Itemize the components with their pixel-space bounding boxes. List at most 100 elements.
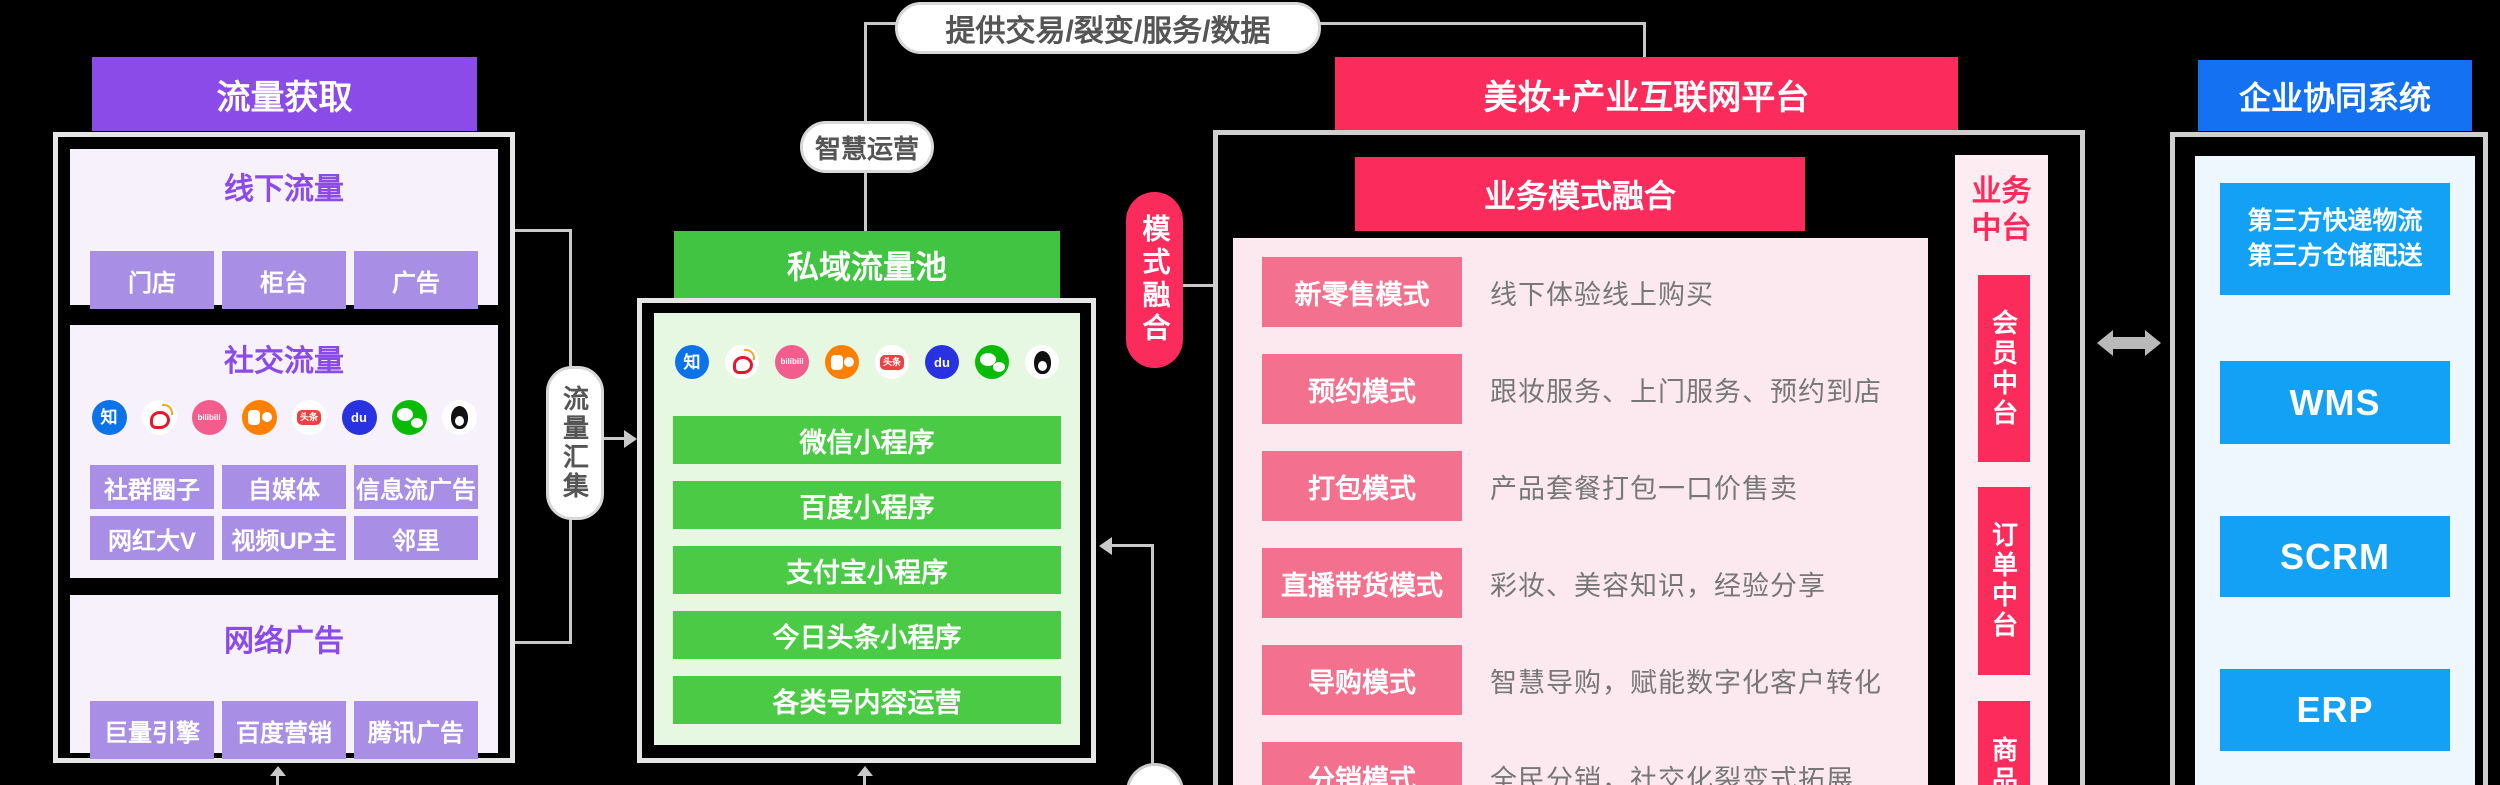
- model-node: 打包模式: [1262, 451, 1462, 521]
- connector-line: [864, 22, 897, 25]
- collab-system-node: ERP: [2220, 669, 2450, 751]
- network-ads-buttons: 巨量引擎百度营销腾讯广告: [70, 701, 498, 759]
- traffic-node: 自媒体: [222, 465, 346, 509]
- traffic-node: 百度营销: [222, 701, 346, 759]
- private-pool-header: 私域流量池: [674, 231, 1060, 298]
- zhihu-icon: 知: [675, 345, 709, 379]
- weibo-icon: [725, 345, 759, 379]
- traffic-node: 邻里: [354, 516, 478, 560]
- middle-office-strip: 业务中台 会员中台订单中台商品中台: [1955, 155, 2048, 785]
- model-description: 线下体验线上购买: [1490, 279, 1714, 310]
- double-arrow-icon: [2112, 337, 2146, 349]
- mini-program-node: 各类号内容运营: [673, 676, 1061, 724]
- model-description: 全民分销，社交化裂变式拓展: [1490, 764, 1854, 785]
- private-pool-box: [637, 298, 1096, 763]
- panel-title: 线下流量: [224, 173, 344, 206]
- arrow-right-icon: [624, 430, 637, 448]
- middle-office-title: 业务中台: [1971, 175, 2032, 245]
- business-models-panel: 新零售模式线下体验线上购买预约模式跟妆服务、上门服务、预约到店打包模式产品套餐打…: [1233, 238, 1928, 785]
- model-node: 预约模式: [1262, 354, 1462, 424]
- model-row: 导购模式智慧导购，赋能数字化客户转化: [1262, 645, 1912, 715]
- collab-system-box: [2170, 132, 2488, 785]
- connector-line: [1151, 544, 1154, 766]
- wechat-icon: [391, 400, 427, 435]
- arrow-shaft: [1112, 544, 1154, 547]
- collab-system-node: SCRM: [2220, 516, 2450, 597]
- double-arrow-right-icon: [2145, 330, 2161, 356]
- button-row: 巨量引擎百度营销腾讯广告: [70, 701, 498, 759]
- mini-program-node: 今日头条小程序: [673, 611, 1061, 659]
- traffic-acquisition-box: [53, 132, 515, 763]
- panel-title: 社交流量: [224, 345, 344, 378]
- qq-icon: [1025, 345, 1059, 379]
- model-node: 导购模式: [1262, 645, 1462, 715]
- baidu-icon: du: [925, 345, 959, 379]
- collab-system-node: 第三方快递物流 第三方仓储配送: [2220, 183, 2450, 295]
- traffic-node: 门店: [90, 251, 214, 309]
- collab-system-header: 企业协同系统: [2198, 60, 2472, 131]
- traffic-collect-pill: 流量汇集: [546, 366, 604, 520]
- mini-program-list: 微信小程序百度小程序支付宝小程序今日头条小程序各类号内容运营: [654, 416, 1080, 724]
- model-row: 预约模式跟妆服务、上门服务、预约到店: [1262, 354, 1912, 424]
- provide-services-pill: 提供交易/裂变/服务/数据: [895, 2, 1321, 54]
- double-arrow-left-icon: [2097, 330, 2113, 356]
- mini-program-node: 微信小程序: [673, 416, 1061, 464]
- middle-office-node: 商品中台: [1978, 701, 2030, 785]
- traffic-node: 广告: [354, 251, 478, 309]
- offline-traffic-buttons: 门店柜台广告: [70, 251, 498, 309]
- wechat-icon: [975, 345, 1009, 379]
- baidu-icon: du: [341, 400, 377, 435]
- connector-line: [1643, 22, 1646, 57]
- middle-office-node: 会员中台: [1978, 275, 2030, 462]
- model-node: 新零售模式: [1262, 257, 1462, 327]
- bracket-line: [515, 641, 572, 644]
- toutiao-icon: 头条: [291, 400, 327, 435]
- traffic-node: 柜台: [222, 251, 346, 309]
- model-description: 智慧导购，赋能数字化客户转化: [1490, 667, 1882, 698]
- bilibili-icon: bilibili: [191, 400, 227, 435]
- model-description: 跟妆服务、上门服务、预约到店: [1490, 376, 1882, 407]
- arrow-shaft: [276, 774, 279, 785]
- arrow-left-icon: [1099, 537, 1112, 555]
- mini-program-node: 支付宝小程序: [673, 546, 1061, 594]
- arrow-up-icon: [270, 766, 286, 776]
- button-row: 社群圈子自媒体信息流广告: [70, 465, 498, 509]
- kuaishou-icon: [825, 345, 859, 379]
- traffic-node: 网红大V: [90, 516, 214, 560]
- mode-fusion-pill: 模式融合: [1126, 192, 1183, 368]
- qq-icon: [441, 400, 477, 435]
- arrow-shaft: [598, 437, 626, 440]
- traffic-node: 信息流广告: [354, 465, 478, 509]
- smart-operation-pill: 智慧运营: [800, 121, 934, 173]
- collab-system-panel: 第三方快递物流 第三方仓储配送 WMS SCRM ERP: [2195, 156, 2475, 785]
- traffic-node: 视频UP主: [222, 516, 346, 560]
- offline-traffic-panel: 线下流量 门店柜台广告: [70, 149, 498, 309]
- model-row: 打包模式产品套餐打包一口价售卖: [1262, 451, 1912, 521]
- traffic-acquisition-header: 流量获取: [92, 57, 477, 131]
- toutiao-icon: 头条: [875, 345, 909, 379]
- zhihu-icon: 知: [91, 400, 127, 435]
- collab-system-node: WMS: [2220, 361, 2450, 444]
- model-row: 新零售模式线下体验线上购买: [1262, 257, 1912, 327]
- kuaishou-icon: [241, 400, 277, 435]
- model-row: 直播带货模式彩妆、美容知识，经验分享: [1262, 548, 1912, 618]
- model-description: 产品套餐打包一口价售卖: [1490, 473, 1798, 504]
- model-node: 直播带货模式: [1262, 548, 1462, 618]
- traffic-node: 巨量引擎: [90, 701, 214, 759]
- connector-line: [1183, 284, 1215, 287]
- arrow-shaft: [863, 774, 866, 785]
- connector-line: [1313, 22, 1646, 25]
- mini-program-node: 百度小程序: [673, 481, 1061, 529]
- traffic-node: 社群圈子: [90, 465, 214, 509]
- model-description: 彩妆、美容知识，经验分享: [1490, 570, 1826, 601]
- traffic-node: 腾讯广告: [354, 701, 478, 759]
- model-node: 分销模式: [1262, 742, 1462, 785]
- middle-office-node: 订单中台: [1978, 487, 2030, 675]
- social-platform-icons: 知 bilibili 头条 du: [70, 400, 498, 435]
- network-ads-panel: 网络广告 巨量引擎百度营销腾讯广告: [70, 595, 498, 759]
